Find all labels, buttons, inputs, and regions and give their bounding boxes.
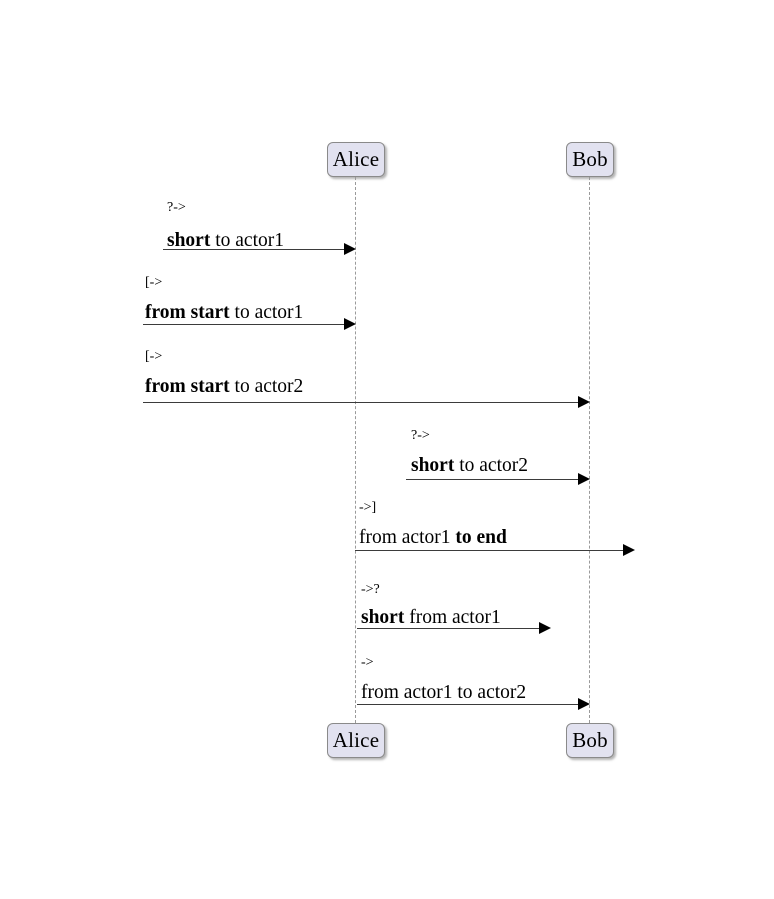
- message-label-6-part-2: from actor1: [404, 607, 501, 628]
- participant-head-bob[interactable]: Bob: [566, 142, 614, 177]
- message-arrow-6: [357, 628, 539, 629]
- message-label-3-part-1: from start: [145, 376, 230, 397]
- message-label-5-part-1: from actor1: [359, 527, 456, 548]
- message-type-5: ->]: [359, 500, 377, 515]
- lifeline-alice: [355, 177, 356, 723]
- participant-label: Bob: [572, 728, 608, 752]
- message-label-7: from actor1 to actor2: [361, 683, 526, 703]
- message-type-6: ->?: [361, 582, 380, 597]
- message-label-1-part-1: short: [167, 230, 211, 251]
- message-arrow-1: [163, 249, 344, 250]
- message-label-4-part-2: to actor2: [454, 455, 528, 476]
- message-label-6-part-1: short: [361, 607, 405, 628]
- message-label-3: from start to actor2: [145, 377, 303, 397]
- message-label-3-part-2: to actor2: [229, 376, 304, 397]
- message-arrowhead-1: [344, 243, 356, 255]
- participant-foot-alice[interactable]: Alice: [327, 723, 385, 758]
- message-type-7: ->: [361, 655, 374, 670]
- message-type-1: ?->: [167, 200, 186, 215]
- message-arrow-3: [143, 402, 578, 403]
- message-arrow-5: [355, 550, 623, 551]
- message-arrowhead-7: [578, 698, 590, 710]
- message-label-2-part-2: to actor1: [229, 302, 304, 323]
- message-type-2: [->: [145, 275, 163, 290]
- message-arrow-7: [357, 704, 578, 705]
- message-label-4: short to actor2: [411, 456, 528, 476]
- message-arrowhead-6: [539, 622, 551, 634]
- message-arrowhead-3: [578, 396, 590, 408]
- message-type-4: ?->: [411, 428, 430, 443]
- message-arrow-2: [143, 324, 344, 325]
- message-label-1: short to actor1: [167, 231, 284, 251]
- message-arrow-4: [406, 479, 578, 480]
- participant-label: Alice: [332, 728, 380, 752]
- participant-label: Bob: [572, 147, 608, 171]
- message-label-7-part-1: from actor1 to actor2: [361, 682, 527, 703]
- message-label-1-part-2: to actor1: [210, 230, 284, 251]
- participant-label: Alice: [332, 147, 380, 171]
- participant-foot-bob[interactable]: Bob: [566, 723, 614, 758]
- message-label-2: from start to actor1: [145, 303, 303, 323]
- message-label-4-part-1: short: [411, 455, 455, 476]
- message-arrowhead-5: [623, 544, 635, 556]
- message-label-5: from actor1 to end: [359, 528, 507, 548]
- message-type-3: [->: [145, 349, 163, 364]
- message-label-6: short from actor1: [361, 608, 501, 628]
- lifeline-bob: [589, 177, 590, 723]
- participant-head-alice[interactable]: Alice: [327, 142, 385, 177]
- message-arrowhead-2: [344, 318, 356, 330]
- message-label-5-part-2: to end: [455, 527, 507, 548]
- message-label-2-part-1: from start: [145, 302, 230, 323]
- message-arrowhead-4: [578, 473, 590, 485]
